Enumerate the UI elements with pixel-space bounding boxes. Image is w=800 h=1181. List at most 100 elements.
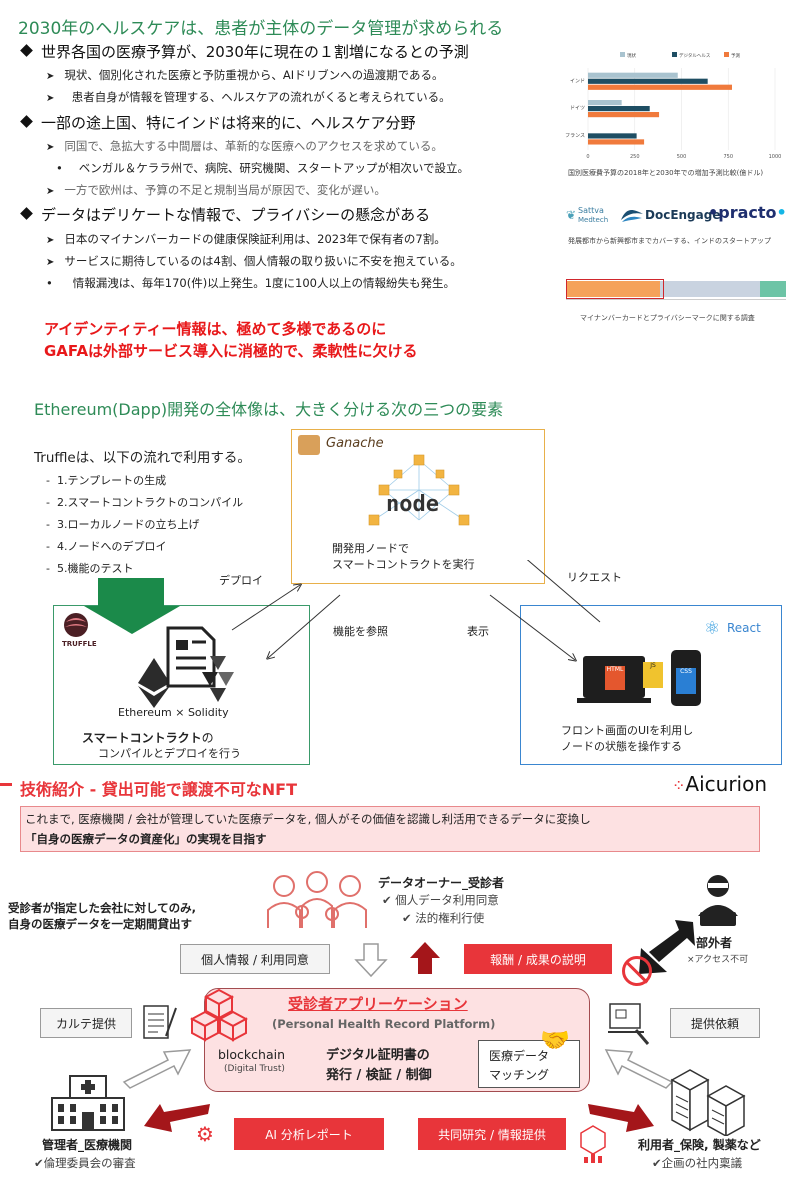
research-chart-icon xyxy=(580,1125,606,1163)
section1-title: 2030年のヘルスケアは、患者が主体のデータ管理が求められる xyxy=(18,19,504,39)
red-message-2: GAFAは外部サービス導入に消極的で、柔軟性に欠ける xyxy=(44,342,418,360)
ganache-box: Ganache node 開発用ノードで スマートコントラクトを実行 xyxy=(291,429,545,584)
handshake-icon: 🤝 xyxy=(540,1026,570,1054)
bullet-1-sub-2: ➤ 患者自身が情報を管理する、ヘルスケアの流れがくると考えられている。 xyxy=(46,89,451,105)
bullet-2-sub-2: •ベンガル＆ケララ州で、病院、研究機関、スタートアップが相次いで設立。 xyxy=(56,160,469,176)
owner-check-1: ✔ 個人データ利用同意 xyxy=(382,893,499,907)
ethereum-icon xyxy=(138,658,170,708)
css3-label: CSS xyxy=(680,668,692,675)
category-label: ドイツ xyxy=(570,106,585,112)
outsider-sub: ×アクセス不可 xyxy=(687,955,749,965)
docengage-wave-icon xyxy=(621,210,643,222)
arrow-bullet-icon: ➤ xyxy=(46,93,55,104)
step-1: 1.テンプレートの生成 xyxy=(56,474,167,487)
bar-0-2 xyxy=(588,84,732,90)
survey-segment-2 xyxy=(660,281,760,297)
dot-bullet-icon: • xyxy=(46,276,53,290)
hacker-icon xyxy=(698,875,738,926)
survey-caption: マイナンバーカードとプライバシーマークに関する調査 xyxy=(580,314,755,322)
x-tick-label: 1000 xyxy=(769,154,782,160)
bullet-2-text: 一部の途上国、特にインドは将来的に、ヘルスケア分野 xyxy=(41,114,416,132)
chart-caption: 国別医療費予算の2018年と2030年での増加予測比較(億ドル) xyxy=(568,169,764,177)
ganache-label: Ganache xyxy=(326,436,384,451)
family-icon xyxy=(267,871,367,928)
lend-text-1: 受診者が指定した会社に対してのみ, xyxy=(8,901,197,915)
bullet-1-sub-2-text: 患者自身が情報を管理する、ヘルスケアの流れがくると考えられている。 xyxy=(71,90,451,104)
practo-dot-icon: • xyxy=(776,203,787,222)
matching-box: 医療データ マッチング xyxy=(478,1040,580,1088)
deploy-down-arrow-icon xyxy=(84,606,180,634)
category-label: フランス xyxy=(565,133,585,139)
arrow-bullet-icon: ➤ xyxy=(46,186,55,197)
user-title: 利用者_保険, 製薬など xyxy=(638,1138,761,1152)
legend-label: 予測 xyxy=(731,52,740,59)
bar-1-2 xyxy=(588,112,660,118)
ganache-desc-2: スマートコントラクトを実行 xyxy=(332,558,475,571)
docengage-logo: DocEngage xyxy=(620,206,720,228)
matching-text-1: 医療データ xyxy=(489,1049,550,1063)
red-message-1: アイデンティティー情報は、極めて多様であるのに xyxy=(44,320,387,338)
truffle-intro: Truffleは、以下の流れで利用する。 xyxy=(34,450,251,466)
legend-swatch xyxy=(620,52,625,57)
category-label: インド xyxy=(570,78,585,84)
x-tick-label: 500 xyxy=(677,154,687,160)
js-label: JS xyxy=(650,662,656,669)
owner-check-2: ✔ 法的権利行使 xyxy=(402,911,485,925)
medical-chart-icon xyxy=(143,1005,177,1039)
step-item: - 5.機能のテスト xyxy=(46,562,134,575)
react-desc-2: ノードの状態を操作する xyxy=(561,740,682,753)
down-right-red-arrow-icon xyxy=(588,1104,654,1132)
bar-1-0 xyxy=(588,100,622,106)
section3-title: 技術紹介 - 貸出可能で譲渡不可なNFT xyxy=(20,780,298,799)
admin-title: 管理者_医療機関 xyxy=(42,1138,133,1152)
aicurion-dots-icon: ⁘ xyxy=(672,776,686,795)
diamond-bullet-icon xyxy=(20,207,33,220)
bullet-1: 世界各国の医療予算が、2030年に現在の１割増になるとの予測 xyxy=(20,41,469,62)
bullet-1-sub-1-text: 現状、個別化された医療と予防重視から、AIドリブンへの過渡期である。 xyxy=(64,68,444,82)
bullet-3-sub-2-text: サービスに期待しているのは4割、個人情報の取り扱いに不安を抱えている。 xyxy=(64,254,462,268)
section2-title: Ethereum(Dapp)開発の全体像は、大きく分ける次の三つの要素 xyxy=(34,400,504,419)
bullet-3-sub-3-text: 情報漏洩は、毎年170(件)以上発生。1度に100人以上の情報紛失も発生。 xyxy=(72,276,455,290)
prohibited-icon xyxy=(622,956,652,986)
bullet-3-sub-1-text: 日本のマイナンバーカードの健康保険証利用は、2023年で保有者の7割。 xyxy=(64,232,446,246)
reward-button[interactable]: 報酬 / 成果の説明 xyxy=(464,944,612,974)
blockchain-cubes-icon xyxy=(190,988,248,1042)
bullet-3-sub-1: ➤日本のマイナンバーカードの健康保険証利用は、2023年で保有者の7割。 xyxy=(46,231,446,247)
steps-list: - 1.テンプレートの生成 - 2.スマートコントラクトのコンパイル - 3.ロ… xyxy=(46,470,243,580)
solidity-icon xyxy=(202,656,234,702)
deploy-arrow-stem xyxy=(98,578,164,608)
bullet-2-sub-3: ➤一方で欧州は、予算の不足と規制当局が原因で、変化が遅い。 xyxy=(46,182,386,198)
ai-report-button[interactable]: AI 分析レポート xyxy=(234,1118,384,1150)
aicurion-logo: ⁘Aicurion xyxy=(672,772,767,796)
request-label: リクエスト xyxy=(567,571,622,584)
user-sub: ✔企画の社内稟議 xyxy=(652,1156,743,1170)
provide-request-button[interactable]: 提供依頼 xyxy=(670,1008,760,1038)
truffle-logo-icon xyxy=(64,613,88,637)
arrow-bullet-icon: ➤ xyxy=(46,257,55,268)
bullet-2: 一部の途上国、特にインドは将来的に、ヘルスケア分野 xyxy=(20,112,416,133)
hospital-icon xyxy=(51,1075,125,1131)
joint-research-button[interactable]: 共同研究 / 情報提供 xyxy=(418,1118,566,1150)
deploy-label: デプロイ xyxy=(219,574,263,587)
bullet-3: データはデリケートな情報で、プライバシーの懸念がある xyxy=(20,204,430,225)
chart-provide-button[interactable]: カルテ提供 xyxy=(40,1008,132,1038)
bar-2-1 xyxy=(588,133,637,139)
ganache-desc-1: 開発用ノードで xyxy=(332,542,409,555)
bullet-3-sub-3: • 情報漏洩は、毎年170(件)以上発生。1度に100人以上の情報紛失も発生。 xyxy=(46,275,455,291)
display-label: 表示 xyxy=(467,625,489,638)
node-logo: node xyxy=(386,492,439,517)
app-subtitle: (Personal Health Record Platform) xyxy=(272,1017,496,1031)
legend-swatch xyxy=(672,52,677,57)
consent-button[interactable]: 個人情報 / 利用同意 xyxy=(180,944,330,974)
eth-solidity-label: Ethereum × Solidity xyxy=(118,706,229,719)
document-icon xyxy=(166,626,216,688)
html5-label: HTML xyxy=(606,666,624,673)
step-2: 2.スマートコントラクトのコンパイル xyxy=(56,496,244,509)
survey-segment-1 xyxy=(566,281,660,297)
flow-arrows xyxy=(231,560,601,700)
step-item: - 2.スマートコントラクトのコンパイル xyxy=(46,496,244,509)
smart-contract-no: の xyxy=(201,731,214,745)
bullet-2-sub-2-text: ベンガル＆ケララ州で、病院、研究機関、スタートアップが相次いで設立。 xyxy=(78,161,469,175)
bullet-2-sub-1: ➤同国で、急拡大する中間層は、革新的な医療へのアクセスを求めている。 xyxy=(46,138,443,154)
bar-0-1 xyxy=(588,78,708,84)
